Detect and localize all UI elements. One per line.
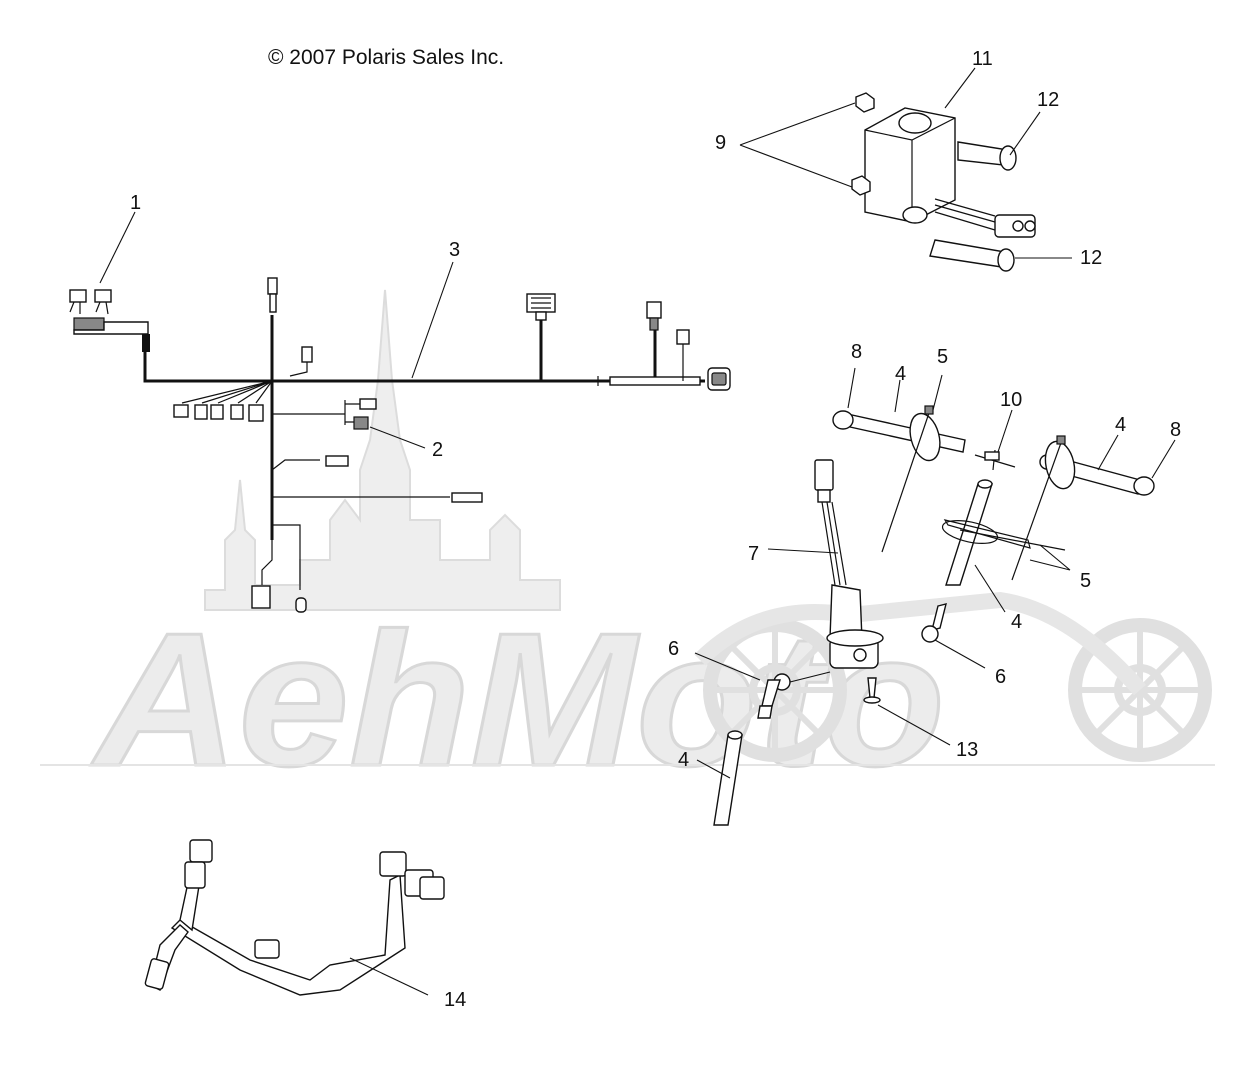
leader-9: [739, 102, 856, 188]
callout-4: 4: [895, 363, 906, 385]
callout-4: 4: [1011, 611, 1022, 633]
leader-5a: [932, 374, 943, 411]
callout-12: 12: [1080, 247, 1102, 269]
leader-2: [369, 426, 426, 449]
leader-1: [99, 211, 136, 284]
part-7-switch-assembly: [814, 459, 884, 669]
callout-10: 10: [1000, 389, 1022, 411]
callout-13: 13: [956, 739, 978, 761]
part-8-cap-right: [1133, 476, 1155, 496]
callout-5: 5: [1080, 570, 1091, 592]
callout-14: 14: [444, 989, 466, 1011]
watermark: AehMoto: [40, 289, 1215, 808]
leader-6a: [694, 652, 831, 683]
callout-8: 8: [1170, 419, 1181, 441]
part-5-tie-center: [941, 519, 1066, 551]
leader-5b: [1029, 544, 1071, 571]
leader-4b: [1097, 434, 1119, 471]
leader-13: [877, 704, 951, 746]
watermark-skyline: [204, 289, 561, 611]
part-9-nuts: [851, 92, 875, 196]
part-1-connector-bracket: [69, 289, 150, 352]
callout-1: 1: [130, 192, 141, 214]
part-6-terminal-right: [921, 603, 947, 643]
callout-labels: 1 2 3 4 4 4 4 5 5 6 6 7 8 8 9 10 11 12 1…: [130, 48, 1181, 1011]
copyright-text: © 2007 Polaris Sales Inc.: [268, 46, 504, 69]
callout-4: 4: [678, 749, 689, 771]
callout-4: 4: [1115, 414, 1126, 436]
part-14-sub-harness: [144, 839, 445, 996]
part-6-terminal-left: [757, 673, 791, 719]
callout-9: 9: [715, 132, 726, 154]
part-5-tie-right: [1011, 435, 1076, 581]
part-8-cap-left: [832, 410, 854, 430]
part-4-sleeve-lower: [713, 730, 743, 826]
callout-8: 8: [851, 341, 862, 363]
callout-2: 2: [432, 439, 443, 461]
part-11-cdi-module: [864, 107, 1036, 238]
leader-4d: [696, 759, 731, 779]
part-3-main-harness: [143, 277, 731, 613]
leader-4c: [974, 564, 1006, 613]
leader-10: [997, 409, 1013, 453]
part-5-tie-left: [881, 405, 941, 553]
leader-8b: [1151, 439, 1176, 479]
part-13-screw: [863, 677, 881, 704]
watermark-bike-frame: [694, 591, 1147, 696]
callout-5: 5: [937, 346, 948, 368]
callout-12: 12: [1037, 89, 1059, 111]
callout-7: 7: [748, 543, 759, 565]
watermark-text: AehMoto: [91, 594, 945, 806]
leader-6b: [934, 639, 986, 669]
part-4-sleeve-center: [945, 479, 993, 586]
callout-6: 6: [995, 666, 1006, 688]
leader-4a: [894, 379, 901, 413]
callout-3: 3: [449, 239, 460, 261]
leader-12a: [1009, 111, 1041, 156]
leader-14: [349, 957, 429, 996]
leader-7: [767, 548, 839, 554]
part-12-bolts: [929, 141, 1017, 272]
leader-8a: [847, 367, 856, 409]
part-4-sleeve-upper-left: [833, 411, 966, 453]
leader-11: [944, 67, 976, 109]
leader-3: [411, 261, 454, 379]
callout-11: 11: [972, 48, 993, 70]
part-10-clip: [974, 449, 1016, 471]
callout-6: 6: [668, 638, 679, 660]
